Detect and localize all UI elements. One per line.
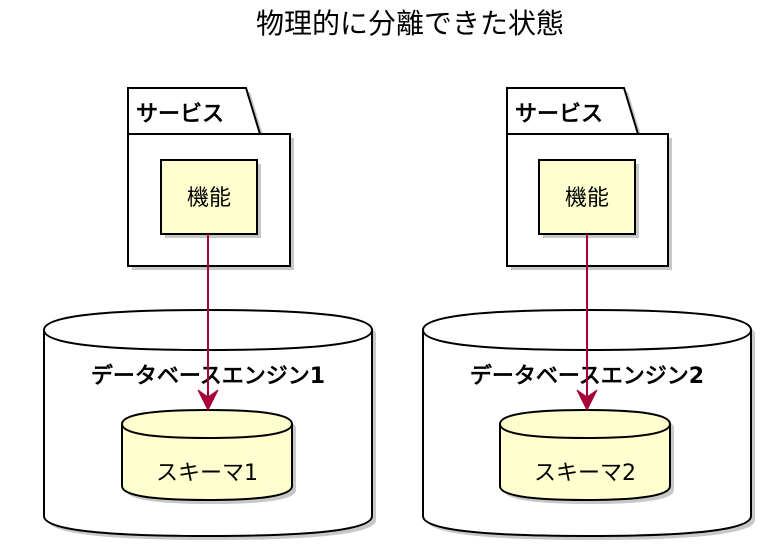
schema-label-1: スキーマ1 [156,461,258,486]
group-2: サービス 機能 データベースエンジン2 スキーマ2 [422,87,755,540]
component-2: 機能 [538,159,639,238]
package-label-1: サービス [136,102,224,127]
schema-label-2: スキーマ2 [534,461,636,486]
component-1: 機能 [160,159,261,238]
schema-2: スキーマ2 [499,408,674,504]
arrow-1 [197,234,219,412]
component-label-1: 機能 [187,186,231,211]
component-label-2: 機能 [565,186,609,211]
arrow-2 [576,234,598,412]
schema-1: スキーマ1 [121,408,296,504]
diagram-title: 物理的に分離できた状態 [256,7,564,40]
package-label-2: サービス [515,102,603,127]
group-1: サービス 機能 データベースエンジン1 スキーマ1 [43,87,376,540]
